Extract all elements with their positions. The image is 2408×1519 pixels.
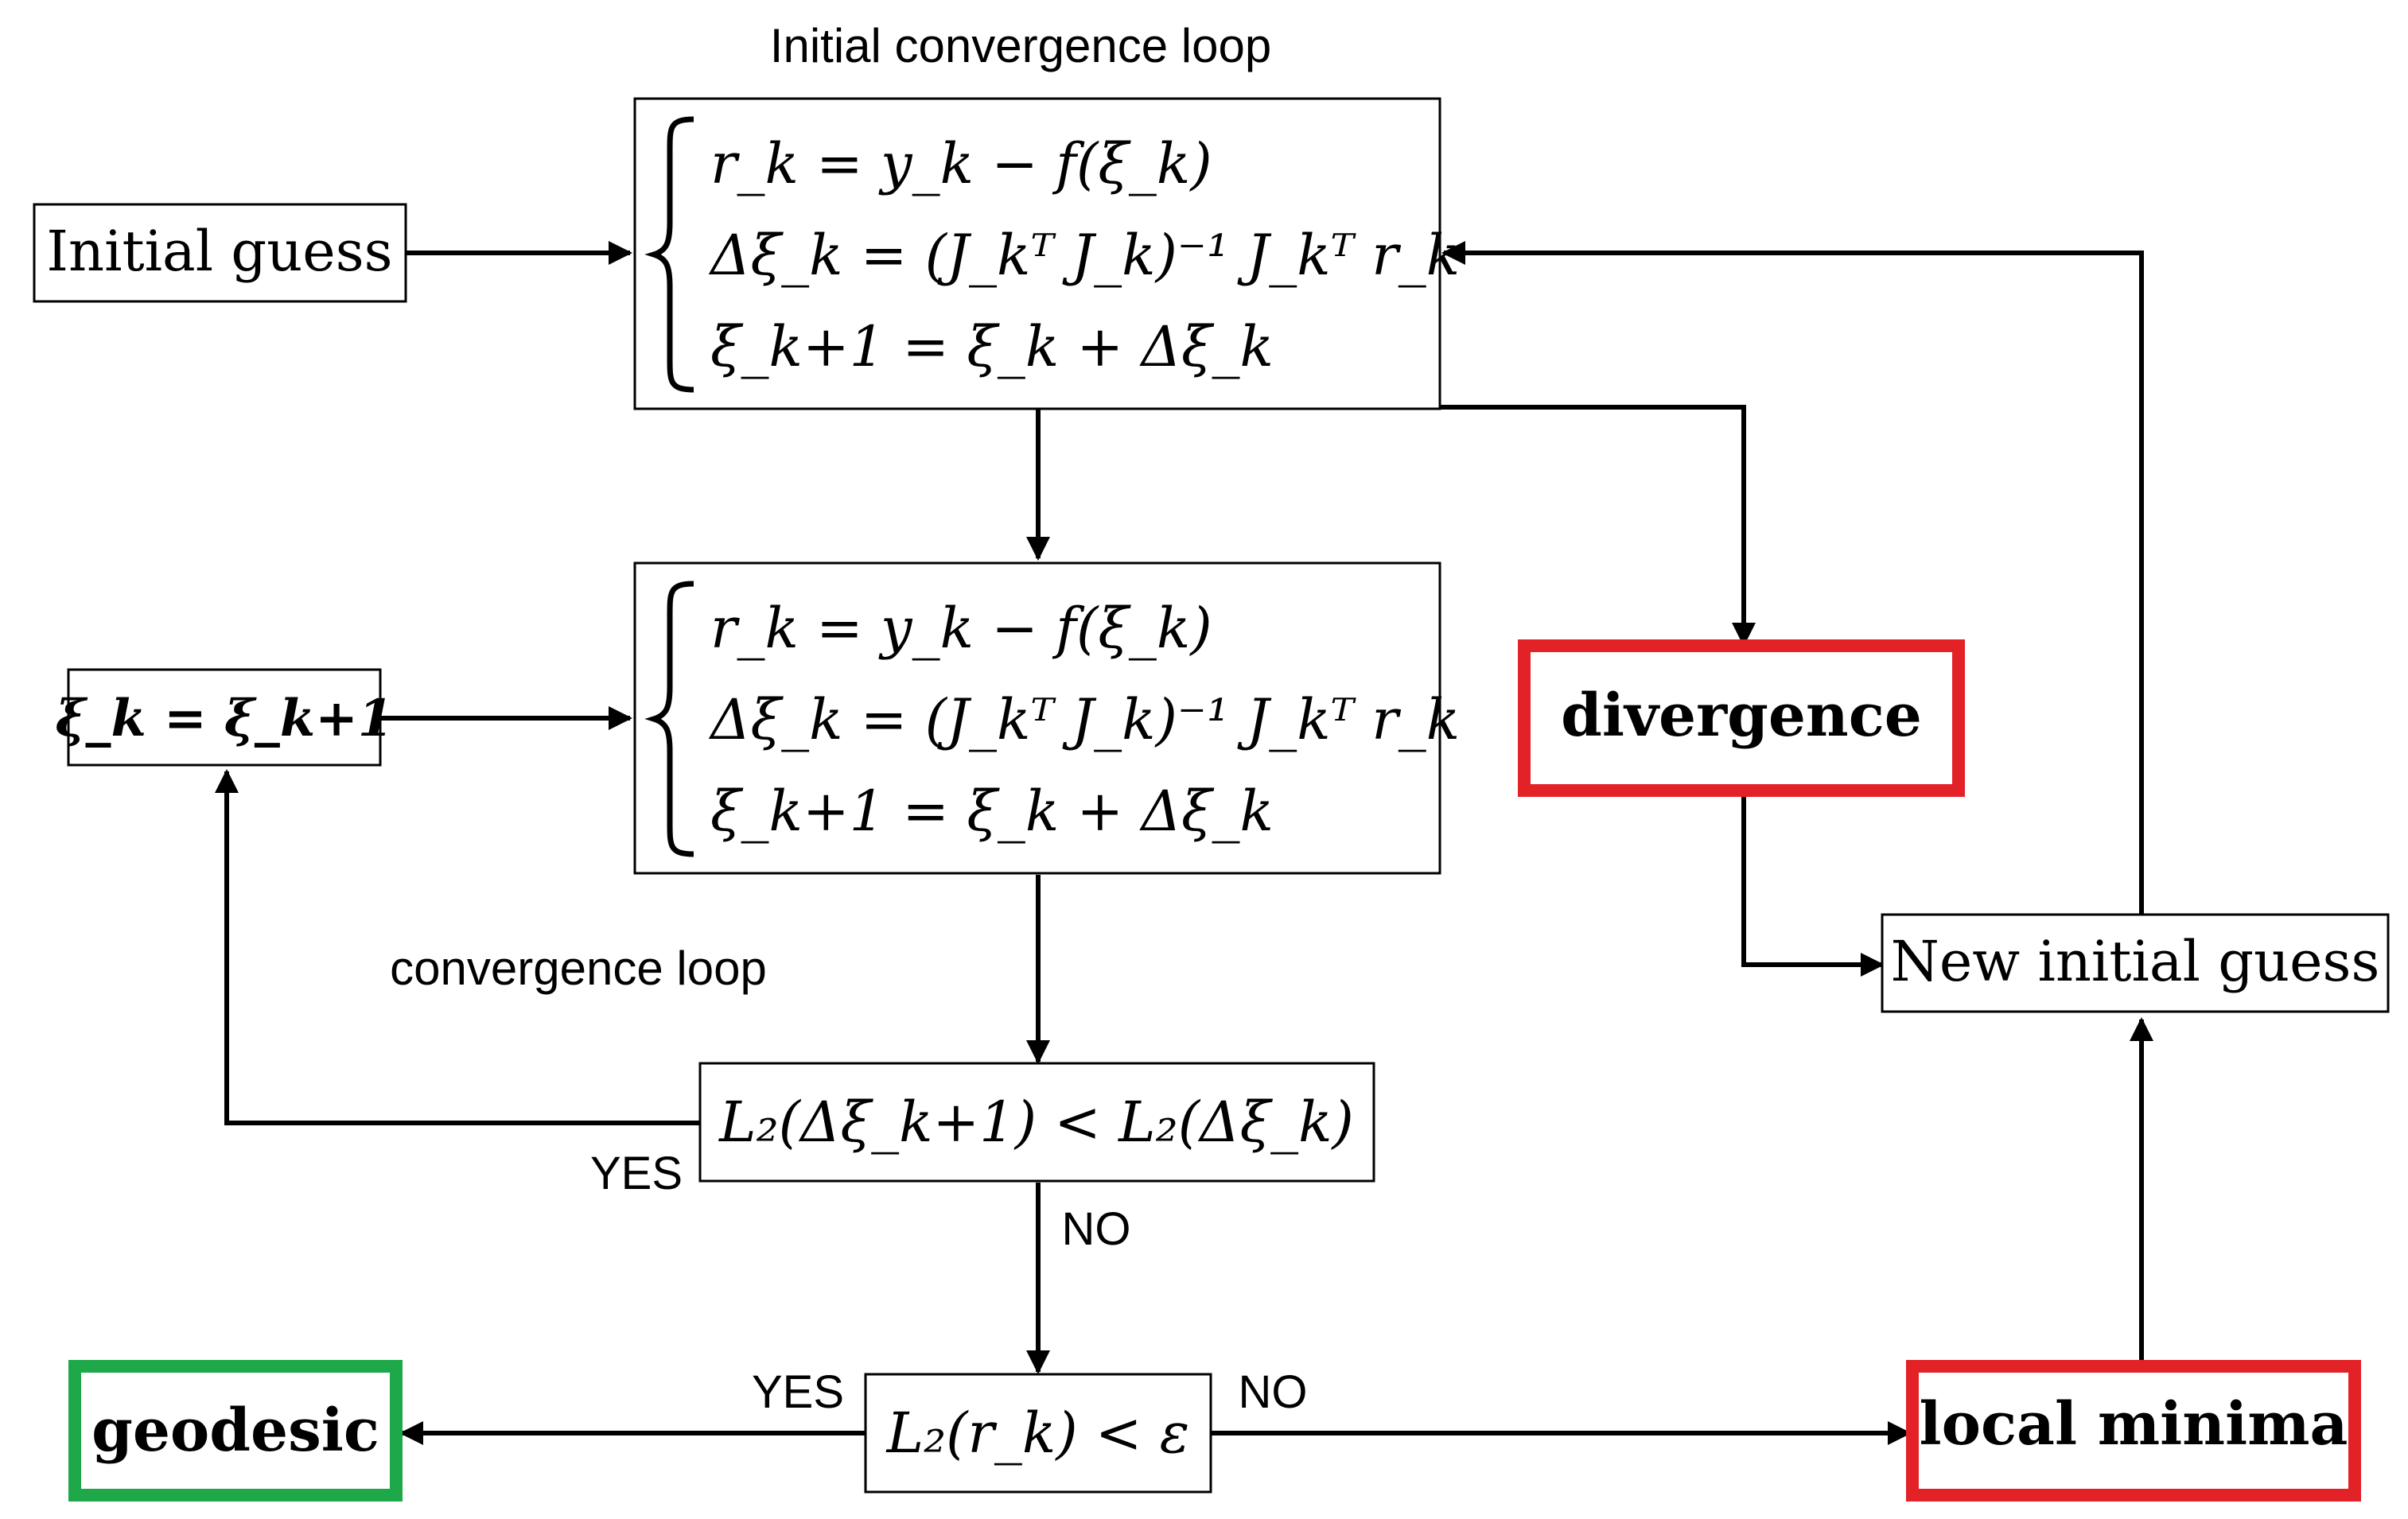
residual-test-label: L₂(r_k) < ε	[885, 1401, 1190, 1466]
convergence-loop-eq-residual: r_k = y_k − f(ξ_k)	[710, 596, 1212, 661]
convergence-loop-equations-box: r_k = y_k − f(ξ_k) Δξ_k = (J_kᵀ J_k)⁻¹ J…	[633, 561, 1460, 875]
edge-divergence-to-new-initial-guess	[1741, 797, 1885, 977]
yes-label-residual-test: YES	[752, 1366, 844, 1418]
initial-loop-eq-increment: Δξ_k = (J_kᵀ J_k)⁻¹ J_kᵀ r_k	[708, 223, 1460, 288]
convergence-loop-eq-update: ξ_k+1 = ξ_k + Δξ_k	[710, 779, 1274, 844]
step-test-label: L₂(Δξ_k+1) < L₂(Δξ_k)	[718, 1090, 1354, 1155]
convergence-loop-brace	[644, 581, 694, 857]
local-minima-label: local minima	[1920, 1390, 2348, 1459]
residual-test-node: L₂(r_k) < ε	[864, 1373, 1212, 1494]
yes-label-step-test: YES	[590, 1148, 683, 1199]
update-node: ξ_k = ξ_k+1	[56, 668, 394, 767]
local-minima-node: local minima	[1906, 1360, 2361, 1502]
edge-new-initial-guess-to-initial-loop	[1441, 241, 2144, 915]
convergence-loop-title: convergence loop	[390, 942, 767, 995]
new-initial-guess-label: New initial guess	[1891, 929, 2380, 994]
initial-loop-brace	[644, 116, 694, 393]
edge-step-test-yes-to-update	[215, 769, 700, 1125]
divergence-node: divergence	[1518, 639, 1965, 797]
initial-guess-label: Initial guess	[46, 219, 392, 284]
step-test-node: L₂(Δξ_k+1) < L₂(Δξ_k)	[698, 1062, 1375, 1183]
geodesic-label: geodesic	[91, 1397, 379, 1465]
divergence-label: divergence	[1561, 682, 1922, 750]
convergence-loop-eq-increment: Δξ_k = (J_kᵀ J_k)⁻¹ J_kᵀ r_k	[708, 687, 1460, 752]
new-initial-guess-node: New initial guess	[1881, 913, 2390, 1013]
initial-loop-title: Initial convergence loop	[770, 19, 1271, 72]
no-label-step-test: NO	[1062, 1203, 1131, 1255]
initial-loop-eq-update: ξ_k+1 = ξ_k + Δξ_k	[710, 314, 1274, 379]
update-label: ξ_k = ξ_k+1	[56, 689, 394, 748]
edge-initial-loop-to-divergence	[1440, 405, 1756, 647]
initial-guess-node: Initial guess	[33, 203, 407, 303]
geodesic-node: geodesic	[68, 1360, 403, 1502]
initial-loop-eq-residual: r_k = y_k − f(ξ_k)	[710, 131, 1212, 196]
initial-loop-equations-box: r_k = y_k − f(ξ_k) Δξ_k = (J_kᵀ J_k)⁻¹ J…	[633, 97, 1460, 410]
no-label-residual-test: NO	[1239, 1366, 1308, 1418]
